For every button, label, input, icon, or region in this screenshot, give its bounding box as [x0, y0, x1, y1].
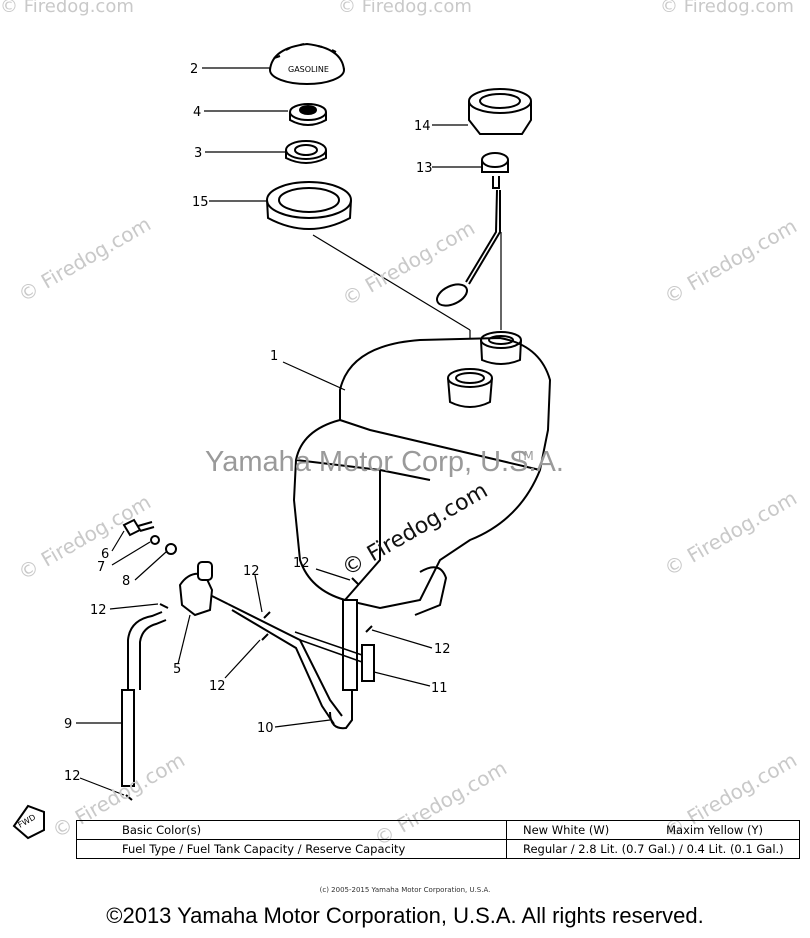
gasket-part [289, 103, 327, 126]
callout-13: 13 [416, 161, 433, 176]
callout-1: 1 [270, 349, 278, 364]
ring-part [285, 140, 327, 164]
table-row: Fuel Type / Fuel Tank Capacity / Reserve… [76, 839, 800, 859]
spec-value-color: New White (W) Maxim Yellow (Y) [506, 820, 800, 840]
spec-label-fuel: Fuel Type / Fuel Tank Capacity / Reserve… [76, 839, 507, 859]
callout-12b: 12 [243, 564, 260, 579]
fine-print: (c) 2005-2015 Yamaha Motor Corporation, … [319, 886, 491, 894]
spec-value-fuel: Regular / 2.8 Lit. (0.7 Gal.) / 0.4 Lit.… [506, 839, 800, 859]
callout-5: 5 [173, 662, 181, 677]
fuel-cap-part: GASOLINE [269, 42, 345, 85]
callout-9: 9 [64, 717, 72, 732]
callout-8: 8 [122, 574, 130, 589]
callout-15: 15 [192, 195, 209, 210]
center-watermark: Yamaha Motor Corp, U.S.A. [205, 446, 564, 478]
callout-11: 11 [431, 681, 448, 696]
callout-4: 4 [193, 105, 201, 120]
gauge-cap-part [468, 88, 532, 135]
callout-14: 14 [414, 119, 431, 134]
tm-mark: TM [515, 449, 534, 463]
table-row: Basic Color(s) New White (W) Maxim Yello… [76, 820, 800, 840]
float-gauge-part [436, 152, 509, 307]
callout-12c: 12 [209, 679, 226, 694]
color-option-white: New White (W) [523, 823, 610, 837]
color-option-yellow: Maxim Yellow (Y) [666, 823, 763, 837]
callout-2: 2 [190, 62, 198, 77]
callout-12f: 12 [64, 769, 81, 784]
callout-12e: 12 [434, 642, 451, 657]
spec-table: Basic Color(s) New White (W) Maxim Yello… [76, 820, 800, 859]
callout-6: 6 [101, 547, 109, 562]
fuel-cock-part [178, 561, 229, 617]
spec-label-color: Basic Color(s) [76, 820, 507, 840]
watermark-firedog-2: © Firedog.com [338, 0, 472, 17]
callout-10: 10 [257, 721, 274, 736]
callout-3: 3 [194, 146, 202, 161]
watermark-firedog-3: © Firedog.com [660, 0, 794, 17]
callout-12a: 12 [90, 603, 107, 618]
watermark-firedog-1: © Firedog.com [0, 0, 134, 17]
fwd-arrow-icon [12, 804, 45, 840]
callout-12d: 12 [293, 556, 310, 571]
fuel-tank-part [292, 331, 552, 616]
copyright-notice: ©2013 Yamaha Motor Corporation, U.S.A. A… [106, 903, 704, 928]
callout-7: 7 [97, 560, 105, 575]
cap-text: GASOLINE [288, 65, 329, 74]
cap-base-part [266, 181, 352, 230]
